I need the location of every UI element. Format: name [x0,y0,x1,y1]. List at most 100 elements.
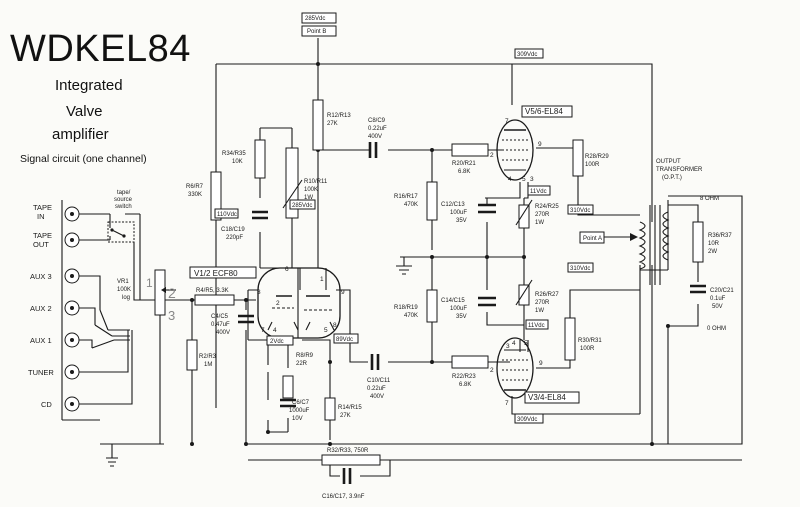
label-310vdc-a: 310Vdc [570,208,590,214]
label-v34-el84: V3/4-EL84 [528,393,566,402]
label-r8-value: 22R [296,361,308,367]
label-point-a: Point A [583,236,602,242]
label-opt-line2: TRANSFORMER [656,167,703,173]
pin-ecf-1: 1 [320,276,324,283]
hand-mark-3: 3 [168,308,175,323]
pin-v56-3: 3 [530,176,534,183]
label-8-ohm: 8 OHM [700,196,719,202]
capacitor-c10 [370,354,380,370]
label-r30: R30/R31 [578,338,602,344]
pin-v34-4: 4 [512,340,516,347]
label-c10-value: 0.22uF [367,386,386,392]
label-tape-out-1: TAPE [33,231,52,240]
label-11vdc-b: 11Vdc [528,323,545,329]
pin-v34-7: 7 [505,400,509,407]
pin-v34-3: 3 [506,343,510,350]
label-c16: C16/C17, 3.9nF [322,494,365,500]
label-c14-voltage: 35V [456,314,467,320]
label-tape-out-2: OUT [33,240,49,249]
pin-ecf-8: 8 [333,322,337,329]
label-tape-in-1: TAPE [33,203,52,212]
pin-ecf-4: 4 [273,327,277,334]
label-c20-value: 0.1uF [710,296,726,302]
pin-v56-7: 7 [505,118,509,125]
resistor-r36 [692,221,704,263]
wiring [100,38,743,477]
label-c20: C20/C21 [710,288,734,294]
label-r22: R22/R23 [452,374,476,380]
voltage-boxes [189,12,605,424]
label-r36: R36/R37 [708,233,732,239]
label-r26: R26/R27 [535,292,559,298]
label-r36-watt: 2W [708,249,717,255]
resistor-r14 [324,397,336,421]
label-point-b: Point B [307,29,326,35]
label-c10: C10/C11 [367,378,391,384]
label-r26-watt: 1W [535,308,544,314]
label-r10-watt: 1W [304,195,313,201]
input-section [61,200,140,421]
label-vr1: VR1 [117,279,129,285]
label-r24: R24/R25 [535,204,559,210]
label-r28-value: 100R [585,162,600,168]
label-r10-value: 100K [304,187,318,193]
resistor-r30 [564,317,576,361]
resistor-r28 [572,139,584,177]
title-line-integrated: Integrated [55,77,123,94]
label-r8: R8/R9 [296,353,314,359]
pin-ecf-5: 5 [324,327,328,334]
title-line-valve: Valve [66,103,103,120]
label-c12-value: 100uF [450,210,467,216]
label-r32: R32/R33, 750R [327,448,369,454]
resistor-r34 [254,139,266,179]
label-aux1: AUX 1 [30,336,52,345]
label-r4: R4/R5, 3.3K [196,288,229,294]
page-title: WDKEL84 [10,28,191,70]
valve-ecf80 [257,267,341,339]
label-aux3: AUX 3 [30,272,52,281]
label-c12-voltage: 35V [456,218,467,224]
label-c8-value: 0.22uF [368,126,387,132]
label-c12: C12/C13 [441,202,465,208]
label-r20-value: 6.8K [458,169,470,175]
label-r28: R28/R29 [585,154,609,160]
label-opt-line1: OUTPUT [656,159,681,165]
label-r14-value: 27K [340,413,351,419]
label-c20-voltage: 50V [712,304,723,310]
label-r16: R16/R17 [394,194,418,200]
label-aux2: AUX 2 [30,304,52,313]
label-c14-value: 100uF [450,306,467,312]
pin-v34-9: 9 [539,360,543,367]
label-r10: R10/R11 [304,179,328,185]
capacitor-c12 [478,203,496,214]
label-89vdc: 89Vdc [336,337,353,343]
capacitor-c4 [238,314,254,324]
label-c4-voltage: 400V [216,330,230,336]
resistor-r32 [321,454,381,466]
label-r12-value: 27K [327,121,338,127]
label-r16-value: 470K [404,202,418,208]
label-c8: C8/C9 [368,118,386,124]
label-r2: R2/R3 [199,354,217,360]
capacitor-c16 [342,468,352,484]
label-switch-line2: source [114,197,133,203]
hand-mark-1: 1 [146,276,153,290]
label-v56-el84: V5/6-EL84 [525,107,563,116]
label-tape-in-2: IN [37,212,45,221]
label-c8-voltage: 400V [368,134,382,140]
pin-v34-2: 2 [490,367,494,374]
capacitor-c14 [478,296,496,307]
resistor-r18 [426,289,438,323]
title-line-amplifier: amplifier [52,126,109,143]
resistor-r4 [194,294,235,306]
resistor-r20 [451,143,489,157]
label-0-ohm: 0 OHM [707,326,726,332]
label-310vdc-b: 310Vdc [570,266,590,272]
label-c6: C6/C7 [292,400,310,406]
label-vr1-taper: log [122,295,130,301]
label-c14: C14/C15 [441,298,465,304]
label-tuner: TUNER [28,368,54,377]
label-2vdc: 2Vdc [270,339,284,345]
